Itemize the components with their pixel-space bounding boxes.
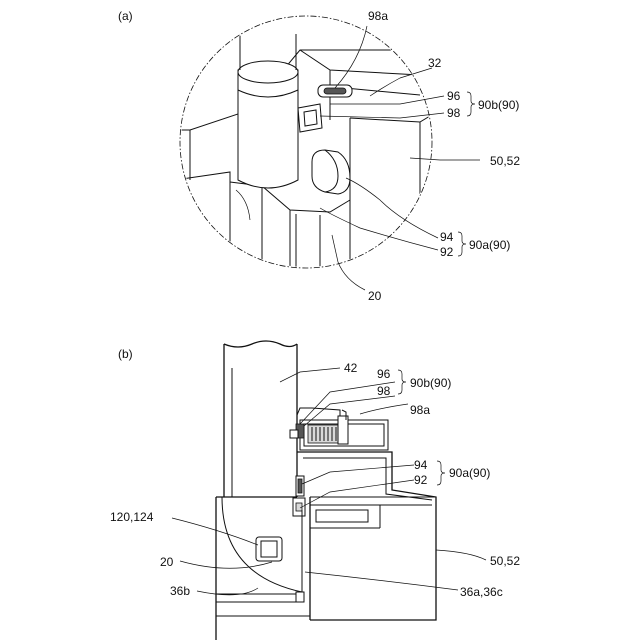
label-b-98a: 98a — [410, 403, 430, 417]
label-a-98: 98 — [447, 106, 461, 120]
label-a-32: 32 — [428, 56, 442, 70]
label-b-90b: 90b(90) — [410, 376, 451, 390]
label-a-96: 96 — [447, 89, 461, 103]
label-b-50-52: 50,52 — [490, 554, 520, 568]
label-a-20: 20 — [368, 289, 382, 303]
label-b-120-124: 120,124 — [110, 510, 154, 524]
label-b-20: 20 — [160, 555, 174, 569]
bump-94 — [312, 150, 350, 194]
detail-a-drawing — [175, 34, 460, 270]
cylinder — [238, 70, 298, 188]
panel-a-label: (a) — [118, 9, 133, 23]
label-b-98: 98 — [377, 384, 391, 398]
label-b-36b: 36b — [170, 584, 190, 598]
label-a-90b: 90b(90) — [478, 98, 519, 112]
pipe-break-edge — [224, 341, 297, 347]
label-a-98a: 98a — [368, 9, 388, 23]
panel-b-label: (b) — [118, 347, 133, 361]
label-a-5052: 50,52 — [490, 154, 520, 168]
label-a-92: 92 — [440, 245, 454, 259]
label-b-90a: 90a(90) — [449, 466, 490, 480]
label-b-36a-36c: 36a,36c — [460, 585, 503, 599]
label-b-94: 94 — [414, 458, 428, 472]
label-b-92: 92 — [414, 473, 428, 487]
label-b-42: 42 — [344, 361, 358, 375]
label-a-94: 94 — [440, 230, 454, 244]
figure-a: (a) — [118, 9, 520, 303]
label-b-96: 96 — [377, 367, 391, 381]
figure-b: (b) — [110, 341, 520, 640]
label-a-90a: 90a(90) — [469, 238, 510, 252]
